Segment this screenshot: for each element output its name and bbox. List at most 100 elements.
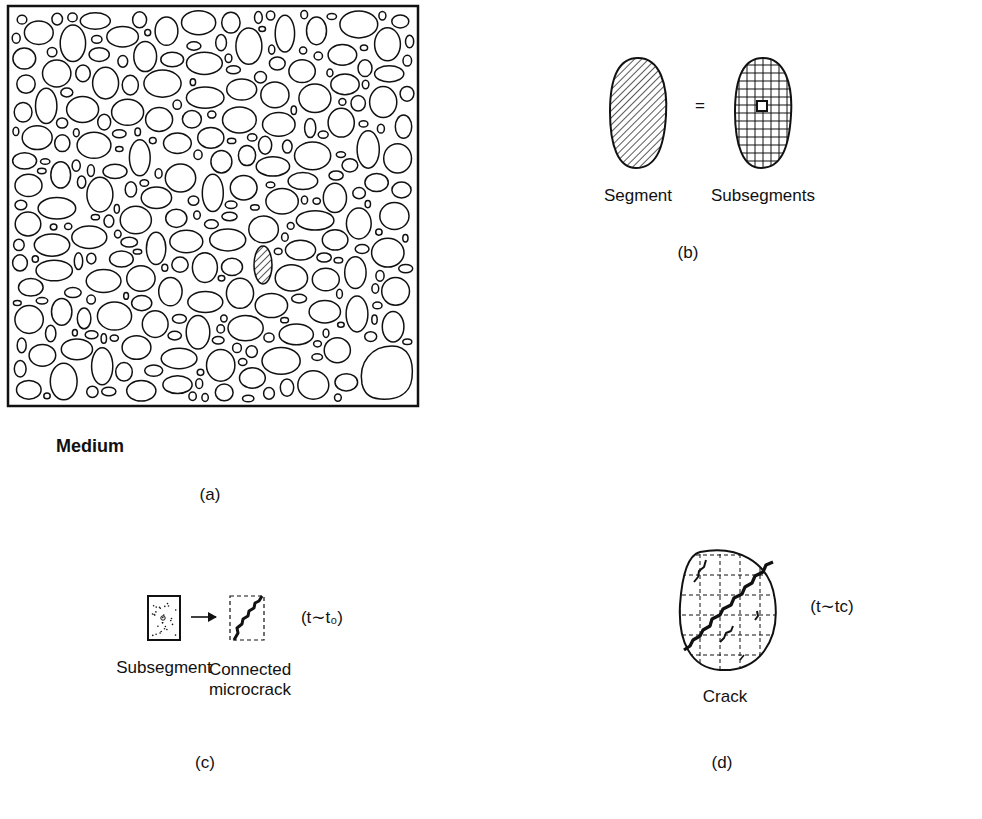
grain xyxy=(36,88,57,123)
grain xyxy=(353,188,366,199)
grain xyxy=(255,293,287,317)
grain xyxy=(187,42,201,50)
grain xyxy=(172,314,186,323)
segment-shape xyxy=(610,58,666,168)
grain xyxy=(217,325,225,333)
grain xyxy=(127,266,155,292)
grain xyxy=(223,107,257,133)
grain xyxy=(13,301,21,306)
defect-dot xyxy=(171,618,173,620)
grain xyxy=(77,176,85,188)
grain xyxy=(251,205,260,210)
grain xyxy=(359,121,368,127)
grain xyxy=(13,127,19,135)
defect-dot xyxy=(159,607,161,609)
grain xyxy=(36,298,48,304)
grain xyxy=(135,128,141,136)
grain xyxy=(282,233,289,241)
grain xyxy=(170,230,203,253)
grain xyxy=(323,183,346,212)
grain xyxy=(255,12,263,24)
grain xyxy=(392,15,409,28)
figure-label: Subsegment xyxy=(116,658,211,678)
grain xyxy=(312,268,339,291)
grain xyxy=(289,60,315,83)
grain xyxy=(165,164,195,192)
time-label: (t∼t₀) xyxy=(301,608,343,628)
grid-line xyxy=(730,129,796,130)
grain xyxy=(194,211,201,219)
grain xyxy=(382,277,410,305)
grain xyxy=(365,332,377,342)
grain xyxy=(155,17,178,45)
grain xyxy=(301,196,307,204)
subsegment-grid xyxy=(730,55,796,172)
grain xyxy=(17,75,35,93)
grain xyxy=(324,338,350,363)
grain xyxy=(281,318,289,323)
grain xyxy=(226,66,240,74)
grain xyxy=(261,82,289,108)
grain xyxy=(207,349,235,381)
grain xyxy=(255,72,267,83)
grain xyxy=(372,315,377,324)
grain xyxy=(295,142,331,170)
arrow xyxy=(191,616,216,618)
grain xyxy=(399,264,413,272)
grain xyxy=(196,379,203,389)
grain xyxy=(24,21,53,44)
grain xyxy=(376,229,382,235)
grid-line xyxy=(675,675,785,676)
grain xyxy=(228,315,263,340)
grain xyxy=(188,196,199,205)
grain xyxy=(327,13,336,19)
grain xyxy=(52,298,72,325)
grain xyxy=(186,315,210,349)
grid-line xyxy=(675,555,785,556)
grain xyxy=(112,99,144,125)
grid-line xyxy=(730,161,796,162)
grain xyxy=(202,174,223,211)
grain xyxy=(192,253,217,283)
grain xyxy=(146,232,165,264)
grain xyxy=(14,239,25,250)
grain xyxy=(14,361,26,377)
grain xyxy=(52,13,63,25)
grain xyxy=(168,331,181,340)
grain xyxy=(218,276,225,281)
grain xyxy=(107,27,139,47)
grain xyxy=(269,57,285,70)
grain xyxy=(101,334,106,344)
grain xyxy=(328,45,357,66)
grain xyxy=(279,324,313,345)
grain xyxy=(291,106,296,115)
grain xyxy=(365,173,388,191)
grain xyxy=(239,359,247,366)
grain xyxy=(72,160,80,171)
grain xyxy=(301,11,308,19)
grain xyxy=(155,169,162,179)
grain xyxy=(110,335,118,341)
hatched-segment xyxy=(254,246,272,284)
grain xyxy=(283,140,293,153)
defect-dot xyxy=(154,614,156,616)
grain xyxy=(77,132,111,158)
grain xyxy=(377,124,384,133)
grain xyxy=(19,279,44,297)
grain xyxy=(345,257,366,289)
grain xyxy=(309,301,340,323)
grain xyxy=(205,220,219,229)
grain xyxy=(103,164,127,178)
grain xyxy=(357,131,379,168)
grain xyxy=(61,88,73,97)
grain xyxy=(124,293,129,300)
grain xyxy=(72,226,107,248)
grain xyxy=(373,302,382,309)
grid-line xyxy=(700,540,701,680)
grain xyxy=(259,26,266,31)
grain xyxy=(116,147,123,152)
grain xyxy=(376,270,384,281)
defect-dot xyxy=(157,625,159,627)
grain xyxy=(68,13,77,22)
